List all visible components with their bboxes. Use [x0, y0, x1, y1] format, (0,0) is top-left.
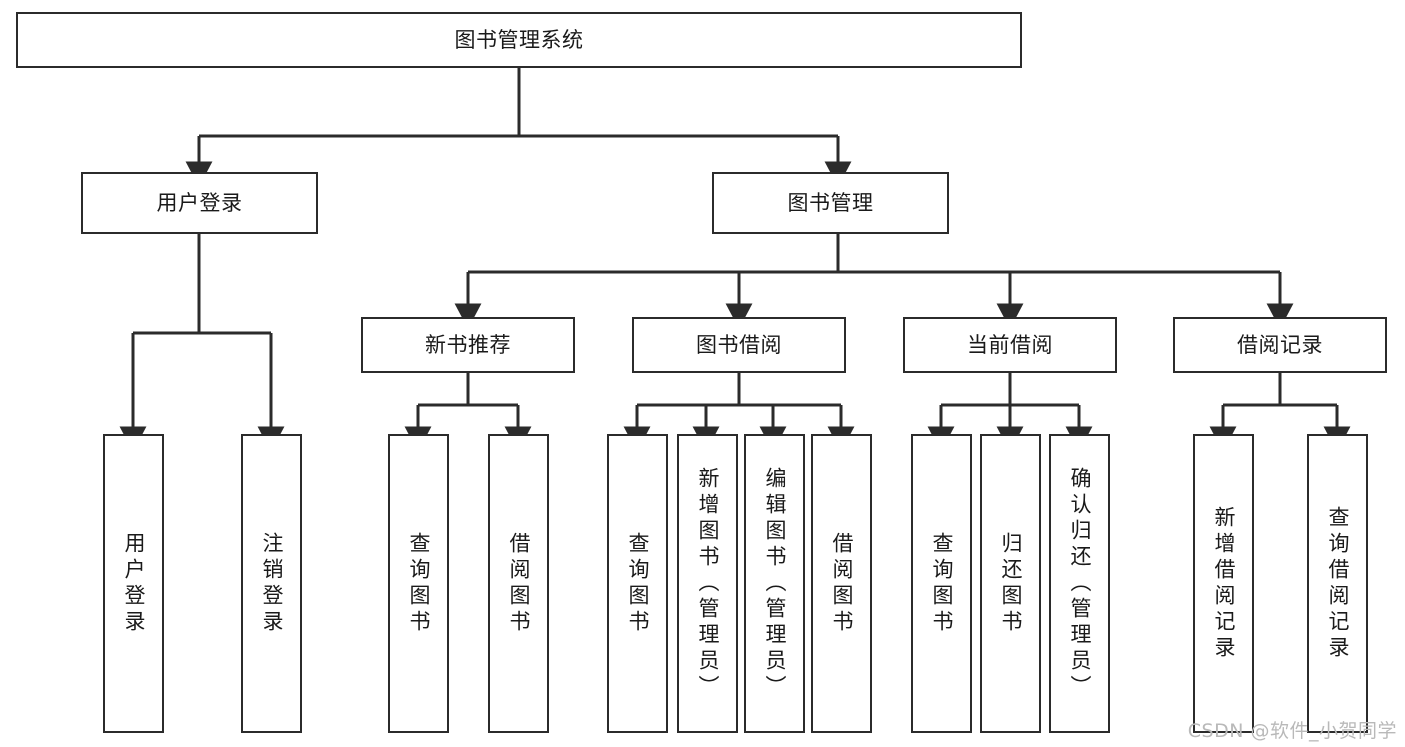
node-leaf-query-book-1[interactable]: 查询图书: [388, 434, 449, 733]
node-root-label: 图书管理系统: [454, 27, 584, 52]
node-leaf-query-book-3-label: 查询图书: [930, 531, 954, 636]
node-leaf-edit-book[interactable]: 编辑图书（管理员）: [744, 434, 805, 733]
node-new-book-recommend-label: 新书推荐: [425, 332, 511, 357]
node-leaf-add-record[interactable]: 新增借阅记录: [1193, 434, 1254, 733]
node-leaf-confirm-return[interactable]: 确认归还（管理员）: [1049, 434, 1110, 733]
node-new-book-recommend[interactable]: 新书推荐: [361, 317, 575, 373]
node-leaf-borrow-book-2[interactable]: 借阅图书: [811, 434, 872, 733]
node-leaf-user-login-label: 用户登录: [122, 531, 146, 636]
node-leaf-query-book-2[interactable]: 查询图书: [607, 434, 668, 733]
node-leaf-user-logout[interactable]: 注销登录: [241, 434, 302, 733]
node-current-borrow-label: 当前借阅: [967, 332, 1053, 357]
node-leaf-query-record-label: 查询借阅记录: [1326, 505, 1350, 662]
node-user-login-label: 用户登录: [156, 190, 243, 215]
node-leaf-borrow-book-2-label: 借阅图书: [830, 531, 854, 636]
node-leaf-return-book[interactable]: 归还图书: [980, 434, 1041, 733]
node-book-manage[interactable]: 图书管理: [712, 172, 949, 234]
node-leaf-add-book[interactable]: 新增图书（管理员）: [677, 434, 738, 733]
node-borrow-record[interactable]: 借阅记录: [1173, 317, 1387, 373]
node-leaf-add-book-label: 新增图书（管理员）: [696, 466, 720, 701]
node-leaf-query-book-2-label: 查询图书: [626, 531, 650, 636]
node-current-borrow[interactable]: 当前借阅: [903, 317, 1117, 373]
csdn-watermark: CSDN @软件_小贺同学: [1187, 720, 1397, 742]
node-book-manage-label: 图书管理: [787, 190, 874, 215]
node-leaf-query-record[interactable]: 查询借阅记录: [1307, 434, 1368, 733]
node-leaf-borrow-book-1-label: 借阅图书: [507, 531, 531, 636]
node-leaf-add-record-label: 新增借阅记录: [1212, 505, 1236, 662]
node-book-borrow[interactable]: 图书借阅: [632, 317, 846, 373]
node-leaf-edit-book-label: 编辑图书（管理员）: [763, 466, 787, 701]
node-borrow-record-label: 借阅记录: [1237, 332, 1323, 357]
node-leaf-borrow-book-1[interactable]: 借阅图书: [488, 434, 549, 733]
node-leaf-user-logout-label: 注销登录: [260, 531, 284, 636]
node-book-borrow-label: 图书借阅: [696, 332, 782, 357]
node-user-login[interactable]: 用户登录: [81, 172, 318, 234]
node-leaf-query-book-1-label: 查询图书: [407, 531, 431, 636]
node-root[interactable]: 图书管理系统: [16, 12, 1022, 68]
node-leaf-return-book-label: 归还图书: [999, 531, 1023, 636]
node-leaf-query-book-3[interactable]: 查询图书: [911, 434, 972, 733]
node-leaf-confirm-return-label: 确认归还（管理员）: [1068, 466, 1092, 701]
node-leaf-user-login[interactable]: 用户登录: [103, 434, 164, 733]
